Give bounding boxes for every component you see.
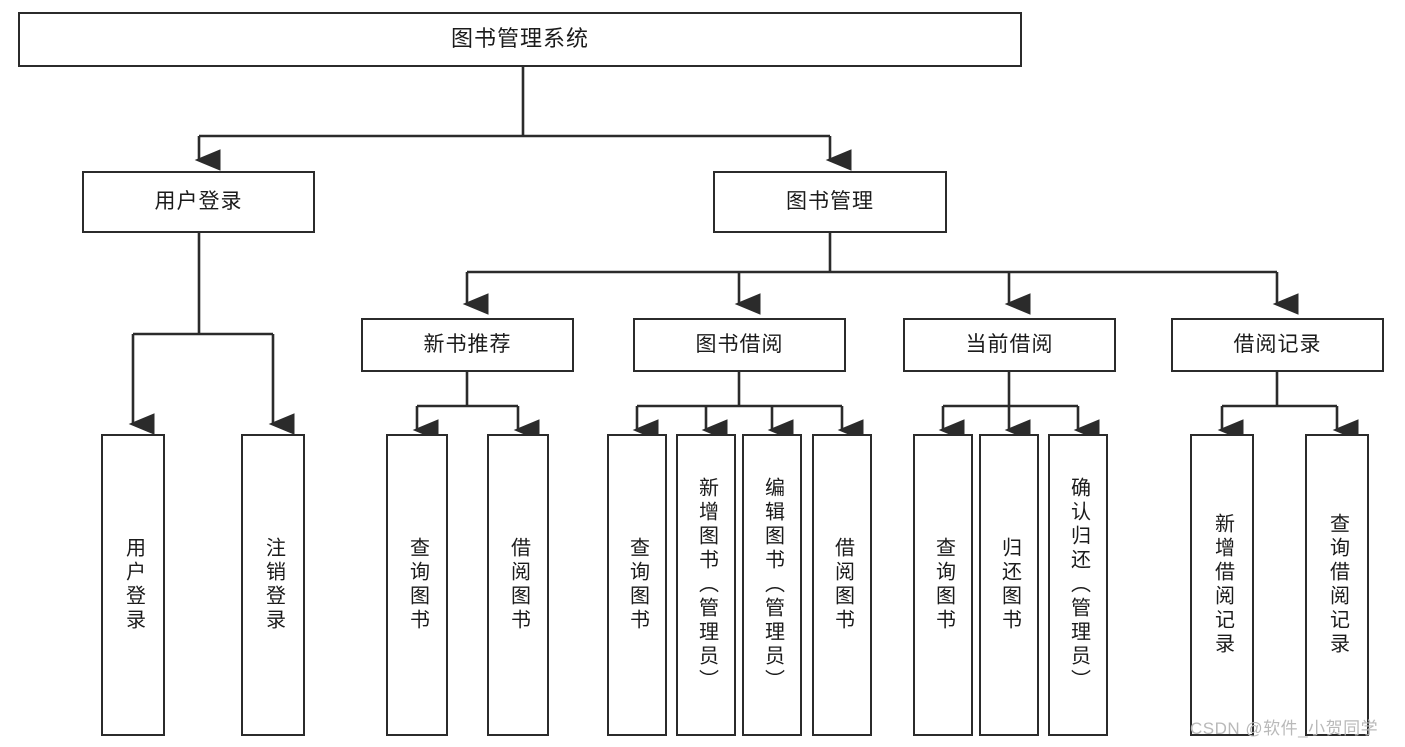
node-label: 用户登录 bbox=[122, 537, 145, 633]
node-label: 新增图书（管理员） bbox=[695, 477, 718, 693]
node-label: 查询图书 bbox=[406, 537, 429, 633]
node-leaf-query-book-1[interactable]: 查询图书 bbox=[386, 434, 448, 736]
node-label: 借阅图书 bbox=[831, 537, 854, 633]
node-leaf-query-record[interactable]: 查询借阅记录 bbox=[1305, 434, 1369, 736]
node-label: 图书借阅 bbox=[695, 333, 784, 357]
csdn-watermark: CSDN @软件_小贺同学 bbox=[1190, 719, 1379, 738]
node-label: 新书推荐 bbox=[423, 333, 512, 357]
node-leaf-edit-book[interactable]: 编辑图书（管理员） bbox=[742, 434, 802, 736]
node-label: 归还图书 bbox=[998, 537, 1021, 633]
node-leaf-borrow-book-2[interactable]: 借阅图书 bbox=[812, 434, 872, 736]
node-label: 图书管理系统 bbox=[450, 26, 589, 52]
node-leaf-borrow-book-1[interactable]: 借阅图书 bbox=[487, 434, 549, 736]
node-label: 图书管理 bbox=[786, 190, 874, 214]
node-leaf-user-login[interactable]: 用户登录 bbox=[101, 434, 165, 736]
node-label: 当前借阅 bbox=[965, 333, 1054, 357]
node-label: 借阅记录 bbox=[1233, 333, 1322, 357]
node-current-borrow[interactable]: 当前借阅 bbox=[903, 318, 1116, 372]
node-label: 查询图书 bbox=[626, 537, 649, 633]
node-leaf-add-book[interactable]: 新增图书（管理员） bbox=[676, 434, 736, 736]
node-book-manage[interactable]: 图书管理 bbox=[713, 171, 947, 233]
node-leaf-query-book-3[interactable]: 查询图书 bbox=[913, 434, 973, 736]
node-label: 注销登录 bbox=[262, 537, 285, 633]
node-leaf-return-book[interactable]: 归还图书 bbox=[979, 434, 1039, 736]
node-leaf-add-record[interactable]: 新增借阅记录 bbox=[1190, 434, 1254, 736]
node-user-login[interactable]: 用户登录 bbox=[82, 171, 315, 233]
node-label: 新增借阅记录 bbox=[1211, 513, 1234, 657]
node-leaf-confirm-return[interactable]: 确认归还（管理员） bbox=[1048, 434, 1108, 736]
node-borrow-record[interactable]: 借阅记录 bbox=[1171, 318, 1384, 372]
node-label: 编辑图书（管理员） bbox=[761, 477, 784, 693]
node-label: 确认归还（管理员） bbox=[1067, 477, 1090, 693]
node-root-book-management-system[interactable]: 图书管理系统 bbox=[18, 12, 1022, 67]
node-label: 借阅图书 bbox=[507, 537, 530, 633]
node-label: 查询借阅记录 bbox=[1326, 513, 1349, 657]
node-leaf-query-book-2[interactable]: 查询图书 bbox=[607, 434, 667, 736]
node-label: 查询图书 bbox=[932, 537, 955, 633]
node-book-borrow[interactable]: 图书借阅 bbox=[633, 318, 846, 372]
node-leaf-user-logout[interactable]: 注销登录 bbox=[241, 434, 305, 736]
node-label: 用户登录 bbox=[154, 190, 243, 214]
node-new-book-recommend[interactable]: 新书推荐 bbox=[361, 318, 574, 372]
